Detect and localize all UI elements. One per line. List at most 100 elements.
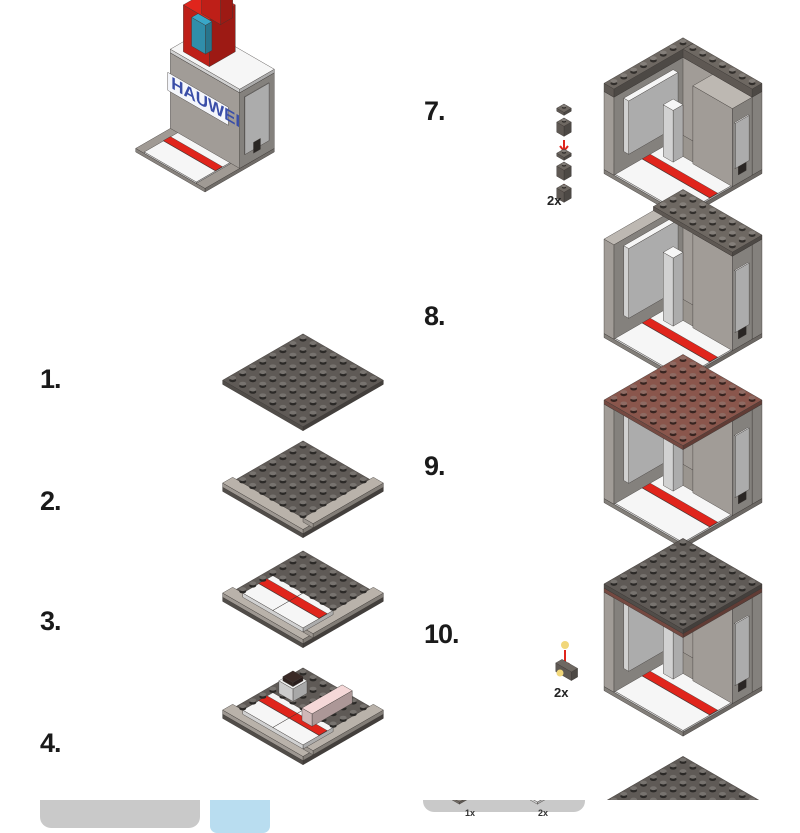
stud (300, 500, 307, 504)
tile-1x6-icon (94, 678, 135, 708)
stud (680, 771, 687, 775)
stud (500, 264, 504, 266)
stud (330, 595, 337, 599)
base-plate (604, 124, 762, 215)
back-wall-left-side (614, 552, 693, 692)
part-brick-1x1: 4x (504, 59, 519, 89)
stud (320, 479, 327, 483)
part-body (148, 693, 158, 699)
part-body-front (214, 336, 219, 341)
stud (300, 407, 307, 411)
part-count: 2x (544, 282, 554, 292)
stud (473, 788, 477, 790)
part-round-1x1: 1x (172, 689, 187, 719)
stud (699, 783, 706, 787)
part-count: 1x (454, 602, 464, 612)
stud (310, 388, 317, 392)
stud (279, 564, 286, 568)
floor-tiles (243, 576, 333, 628)
stud (520, 587, 524, 589)
stud (660, 390, 667, 394)
shop-sign: HAUWEI (168, 72, 240, 131)
stud (729, 231, 736, 235)
stud (279, 503, 286, 507)
part-plate-1x1: 2x (540, 586, 555, 612)
stud (93, 322, 98, 325)
base-plate-front (223, 714, 303, 765)
stud (660, 205, 667, 209)
edge-tile (223, 704, 313, 756)
stud (59, 694, 63, 696)
stud (64, 692, 68, 694)
stud (650, 384, 657, 388)
stud (310, 474, 317, 478)
floor-tiles-side (303, 727, 333, 749)
stud (729, 789, 736, 793)
stud (719, 216, 726, 220)
stud (279, 681, 286, 685)
stud (269, 495, 276, 499)
stud (340, 466, 347, 470)
stud (320, 693, 327, 697)
stud (699, 227, 706, 231)
stud (93, 328, 98, 331)
part-body-front (491, 269, 496, 278)
stud (320, 454, 327, 458)
stud (360, 477, 367, 481)
stud (93, 307, 98, 310)
stud (320, 456, 327, 460)
sign-board (168, 72, 229, 125)
roof-trim-side (683, 400, 762, 450)
stud (310, 712, 317, 716)
stud (259, 491, 266, 495)
stud (495, 591, 499, 593)
step-4-model (223, 668, 384, 765)
stud (562, 164, 566, 166)
stud (537, 423, 541, 425)
stud (87, 303, 92, 306)
stud (330, 462, 337, 466)
stud (474, 421, 479, 424)
stud (106, 306, 111, 309)
base-plate-side (303, 380, 383, 431)
stud (719, 792, 726, 796)
part-body-front (438, 406, 477, 431)
stud (680, 794, 687, 798)
stud (749, 398, 756, 402)
back-wall-left-side (614, 364, 693, 504)
stud (719, 381, 726, 385)
stud (100, 287, 105, 290)
stud (719, 597, 726, 601)
part-tile-1x6: 1x (68, 558, 109, 599)
door-pillar-side (673, 605, 683, 679)
stud (689, 47, 696, 51)
stud (93, 313, 98, 316)
stud (680, 205, 687, 209)
part-body (506, 63, 516, 69)
stud (330, 701, 337, 705)
red-tile-front (641, 322, 710, 362)
stud (680, 216, 687, 220)
stud (699, 599, 706, 603)
stud (474, 385, 479, 388)
stud (289, 687, 296, 691)
stud (310, 558, 317, 562)
floor-tiles-front (614, 503, 683, 545)
stud (300, 479, 307, 483)
stud (350, 595, 357, 599)
back-window-front (624, 599, 629, 672)
top-bricks (653, 189, 762, 252)
part-brick-1x4: 1x (53, 680, 83, 719)
stud (350, 485, 357, 489)
part-body (562, 590, 572, 596)
side-block-front (693, 586, 732, 703)
stud (680, 574, 687, 578)
stud (542, 415, 546, 417)
stud (709, 580, 716, 584)
part-body-side (160, 577, 170, 585)
stud (670, 777, 677, 781)
stud (330, 607, 337, 611)
stud (680, 792, 687, 796)
roof-trim-front (604, 588, 683, 638)
part-count: 2x (168, 469, 178, 479)
